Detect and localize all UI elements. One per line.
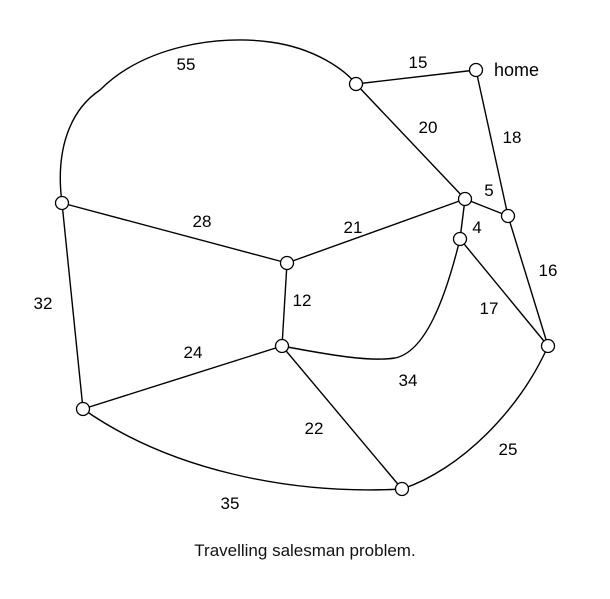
edge-weight-junction-inner: 4 [472,218,481,237]
edge-top-junction [355,83,466,200]
edge-weight-inner-right: 17 [480,299,499,318]
node-right-top [500,208,516,224]
edge-weight-junction-right-top: 5 [484,181,493,200]
edge-weight-top-junction: 20 [419,118,438,137]
edge-mid-inner [281,238,461,360]
edge-weight-bottom-left-bottom: 35 [221,494,240,513]
edge-left-bottom-left [61,202,84,410]
tsp-graph: 15 55 20 18 54 28 21 16 12 17 32 24 34 22 25 35 home [34,39,558,513]
edge-weight-left-bottom-left: 32 [34,294,53,313]
edge-weight-bottom-right: 25 [499,440,518,459]
node-mid [274,338,290,354]
labels-layer: 15 55 20 18 54 28 21 16 12 17 32 24 34 22 25 35 home [34,53,558,513]
edge-weight-home-right-top: 18 [503,128,522,147]
edge-mid-bottom [281,345,403,490]
edge-weight-left-top: 55 [177,55,196,74]
edge-weight-left-center: 28 [193,212,212,231]
node-center [279,255,295,271]
node-junction [457,191,473,207]
edge-center-junction [286,198,466,264]
edge-weight-top-home: 15 [409,53,428,72]
edge-inner-right [459,238,549,347]
edge-weight-mid-bottom-left: 24 [184,343,203,362]
edge-top-home [355,69,477,85]
edge-bottom-right [401,345,549,490]
edge-home-right-top [475,69,509,217]
edge-weight-mid-inner: 34 [399,371,418,390]
edge-left-center [61,202,288,264]
node-left [54,195,70,211]
edge-weight-mid-bottom: 22 [305,419,324,438]
edge-left-top [59,39,357,204]
edge-weight-center-mid: 12 [293,291,312,310]
node-top [348,76,364,92]
nodes-layer [54,62,556,497]
edge-mid-bottom-left [82,345,283,410]
edge-weight-right-top-right: 16 [539,261,558,280]
edge-right-top-right [507,215,549,347]
node-right [540,338,556,354]
edge-center-mid [281,262,288,347]
edge-weight-center-junction: 21 [344,218,363,237]
node-home [468,62,484,78]
edge-junction-right-top [464,198,509,217]
edge-bottom-left-bottom [82,408,403,491]
figure-caption: Travelling salesman problem. [194,541,416,560]
node-inner [452,231,468,247]
node-bottom-left [75,401,91,417]
node-bottom [394,481,410,497]
node-label-home: home [494,60,539,80]
